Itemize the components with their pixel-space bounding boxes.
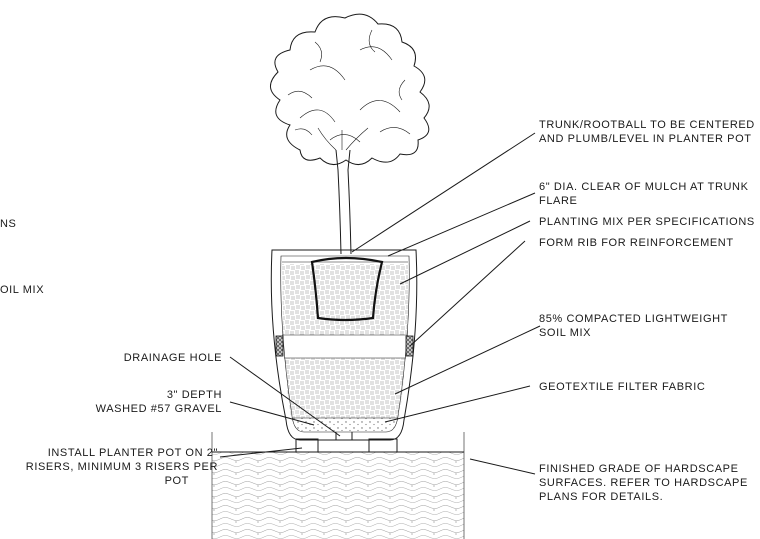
left-fragment-label-1: NS [0,218,16,230]
label-risers-2: RISERS, MINIMUM 3 RISERS PER [26,461,218,473]
label-drainage-hole: DRAINAGE HOLE [124,352,222,364]
planter-pot [270,249,418,441]
label-gravel-2: WASHED #57 GRAVEL [96,403,222,415]
label-trunk-centered-1: TRUNK/ROOTBALL TO BE CENTERED [539,119,755,131]
label-gravel-1: 3" DEPTH [167,389,222,401]
label-planting-mix: PLANTING MIX PER SPECIFICATIONS [539,216,755,228]
label-trunk-centered-2: AND PLUMB/LEVEL IN PLANTER POT [539,133,752,145]
label-risers-1: INSTALL PLANTER POT ON 2" [48,447,218,459]
label-mulch-clear-1: 6" DIA. CLEAR OF MULCH AT TRUNK [539,181,749,193]
label-soil-mix-1: 85% COMPACTED LIGHTWEIGHT [539,313,728,325]
label-mulch-clear-2: FLARE [539,195,577,207]
label-geotextile: GEOTEXTILE FILTER FABRIC [539,381,705,393]
leader-lines [219,132,541,475]
left-fragment-label-2: OIL MIX [0,284,44,296]
tree-trunk [335,149,352,255]
label-grade-3: PLANS FOR DETAILS. [539,491,663,503]
label-soil-mix-2: SOIL MIX [539,327,591,339]
label-form-rib: FORM RIB FOR REINFORCEMENT [539,237,734,249]
label-grade-2: SURFACES. REFER TO HARDSCAPE [539,477,748,489]
finished-grade-ground [211,432,465,539]
planter-risers [295,438,398,453]
tree-canopy [270,13,430,165]
rootball [310,256,384,322]
label-grade-1: FINISHED GRADE OF HARDSCAPE [539,463,739,475]
label-risers-3: POT [165,475,189,487]
